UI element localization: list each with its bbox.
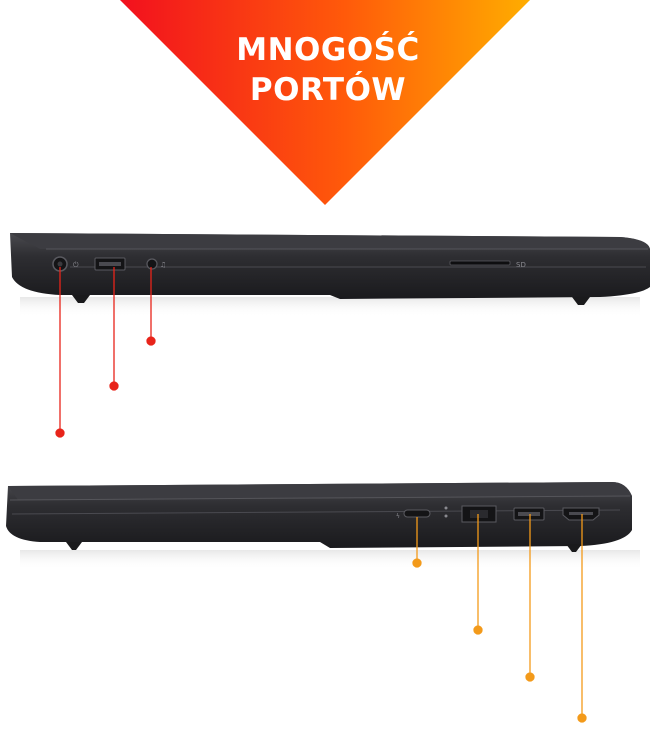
laptop-lid [10,233,650,249]
left-callouts [55,267,156,438]
right-callouts [412,514,587,723]
laptop-left-illustration: ⏻ ♫ SD [10,233,650,438]
hdmi-port [562,507,600,521]
laptop-foot [72,295,90,303]
sd-label: SD [516,261,526,269]
svg-text:⏻: ⏻ [73,261,79,269]
banner-title-line2: PORTÓW [249,72,407,108]
callout-dot-power [55,428,65,438]
callout-dot-usb-a [109,381,119,391]
banner-triangle [120,0,530,205]
sd-card-slot: SD [449,260,526,269]
banner-title: MNOGOŚĆ PORTÓW [178,30,478,110]
laptop-lid [8,482,632,500]
audio-jack: ♫ [146,258,166,270]
callout-dot-usb-a-right [525,672,535,682]
power-port: ⏻ [52,256,79,272]
callout-dot-audio [146,336,156,346]
laptop-reflection [20,550,640,570]
laptop-foot [566,544,582,552]
laptop-right-side: ϟ [0,470,656,732]
laptop-foot [572,297,590,305]
callout-dot-hdmi [577,713,587,723]
callout-dot-usb-c [412,558,422,568]
ethernet-port [444,505,497,523]
laptop-left-side: ⏻ ♫ SD [0,215,656,445]
svg-text:♫: ♫ [160,261,166,269]
banner-title-line1: MNOGOŚĆ [236,32,420,68]
usb-a-port [94,257,126,271]
laptop-foot [66,542,82,550]
laptop-reflection [20,297,640,317]
laptop-right-illustration: ϟ [6,482,640,723]
callout-dot-ethernet [473,625,483,635]
promo-banner: MNOGOŚĆ PORTÓW [0,0,656,210]
usb-a-port [513,507,545,521]
svg-text:ϟ: ϟ [396,513,400,520]
